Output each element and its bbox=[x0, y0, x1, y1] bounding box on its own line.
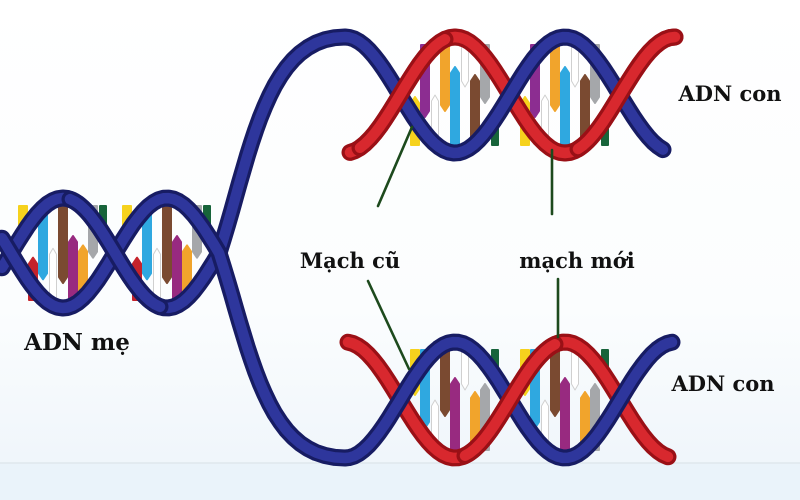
base-pair-bar-magenta bbox=[560, 377, 570, 451]
base-pair-bar-skyblue bbox=[450, 66, 460, 146]
daughter-dna-bottom-label: ADN con bbox=[670, 371, 774, 396]
new-strand-top-patch-left bbox=[354, 34, 451, 154]
new-strand-label: mạch mới bbox=[519, 248, 634, 273]
daughter-dna-top-label: ADN con bbox=[677, 81, 781, 106]
base-pair-bar-white bbox=[571, 44, 579, 88]
base-pair-bar-magenta bbox=[450, 377, 460, 451]
base-pair-bar-brown bbox=[550, 349, 560, 417]
old-strand-upper-patch bbox=[64, 193, 166, 313]
helix-strands-group bbox=[0, 28, 684, 467]
base-pair-bar-skyblue bbox=[560, 66, 570, 146]
base-pair-bar-white bbox=[153, 247, 161, 301]
base-pair-bar-orange bbox=[550, 44, 560, 112]
annotation-lines-group bbox=[366, 125, 560, 371]
base-pair-bar-white bbox=[571, 349, 579, 391]
footer-strip bbox=[0, 463, 800, 500]
labels-group: ADN mẹ ADN con ADN con Mạch cũ mạch mới bbox=[23, 81, 781, 396]
old-strand-label: Mạch cũ bbox=[300, 248, 400, 273]
old-strand-pointer-bottom bbox=[366, 279, 411, 371]
base-pair-bar-white bbox=[461, 44, 469, 88]
base-pair-bar-white bbox=[49, 247, 57, 301]
new-strand-top-patch-right bbox=[572, 31, 681, 155]
new-strand-bottom-patch bbox=[459, 339, 561, 461]
base-pair-bar-magenta bbox=[68, 235, 78, 301]
base-pair-bar-brown bbox=[58, 205, 68, 285]
old-strand-pointer-top bbox=[376, 125, 414, 208]
base-pair-bar-brown bbox=[440, 349, 450, 417]
base-pair-bar-brown bbox=[162, 205, 172, 285]
parent-dna-label: ADN mẹ bbox=[23, 329, 130, 356]
base-pair-bar-orange bbox=[440, 44, 450, 112]
base-pair-bar-magenta bbox=[172, 235, 182, 301]
